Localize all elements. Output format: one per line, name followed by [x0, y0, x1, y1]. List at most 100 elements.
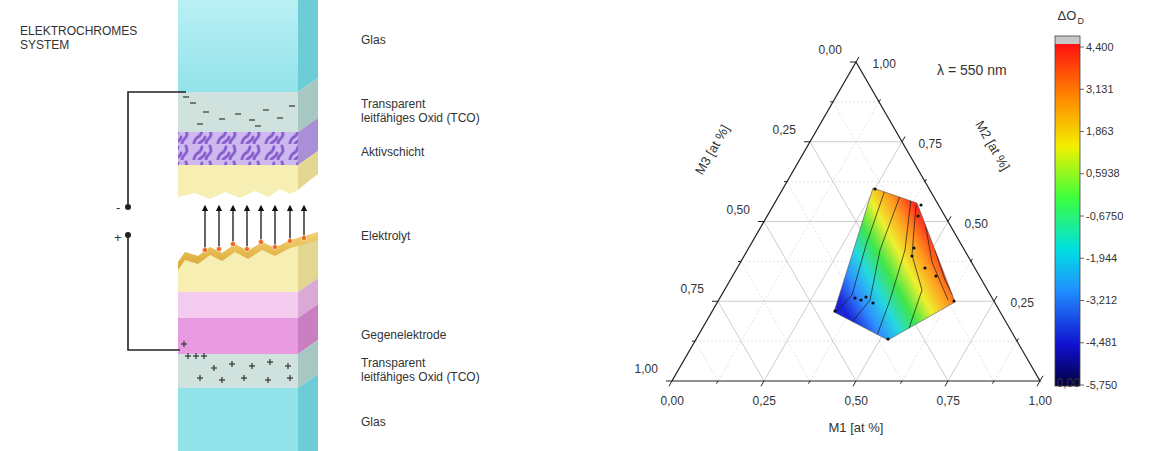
layer-label: Aktivschicht [361, 145, 424, 159]
charge-plus [267, 377, 268, 383]
axis-label: 1,00 [873, 57, 896, 71]
charge-minus [263, 109, 269, 110]
circuit-wire [126, 92, 186, 350]
charge-minus [235, 113, 241, 114]
grid-line [833, 101, 879, 102]
grid-line [718, 301, 764, 381]
axis-label: 1,00 [635, 362, 658, 376]
axis-label: M3 [at %] [691, 122, 732, 177]
layer-label: Glas [361, 415, 386, 429]
tick-mark [712, 301, 718, 302]
ion-dot [244, 246, 249, 251]
charge-plus [287, 363, 288, 369]
axis-label: 0,00 [661, 394, 684, 408]
charge-plus [289, 375, 290, 381]
tick-mark [1080, 342, 1084, 343]
tick-mark [666, 381, 672, 382]
tick-mark [1080, 385, 1084, 386]
grid-line [833, 102, 994, 381]
axis-label: 0,00 [1057, 376, 1080, 390]
ternary-frame [672, 62, 1040, 381]
axis-label: M1 [at %] [829, 420, 884, 436]
ion-arrow [218, 208, 219, 249]
scale-value: 3,131 [1086, 83, 1114, 96]
tick-mark [879, 99, 881, 102]
ion-arrow [289, 208, 290, 241]
layer-label: ELEKTROCHROMES SYSTEM [20, 24, 145, 53]
axis-label: λ = 550 nm [937, 62, 1007, 79]
tick-mark [1080, 258, 1084, 259]
color-scale [1055, 36, 1084, 386]
layer-label: + [114, 230, 122, 246]
ion-dot [258, 239, 263, 244]
ion-arrow [204, 208, 205, 250]
axis-label: 0,25 [773, 123, 796, 137]
tick-mark [1080, 47, 1084, 48]
layer-label: Transparent leitfähiges Oxid (TCO) [361, 356, 480, 385]
tick-mark [1080, 173, 1084, 174]
grid-line [741, 261, 810, 381]
charge-plus [203, 353, 204, 359]
tick-mark [856, 57, 859, 62]
tick-mark [809, 381, 811, 384]
tick-mark [971, 259, 973, 262]
tick-mark [717, 381, 719, 384]
scale-value: 4,400 [1086, 41, 1114, 54]
charge-plus [251, 363, 252, 369]
grid-line [994, 341, 1017, 381]
layer-label: Glas [361, 33, 386, 47]
tick-mark [850, 62, 856, 63]
tick-mark [1040, 376, 1043, 381]
charge-minus [277, 117, 283, 118]
grid-line [948, 301, 994, 381]
tick-mark [692, 341, 695, 342]
axis-label: 0,00 [819, 43, 842, 57]
tick-mark [994, 296, 997, 301]
ion-arrow [260, 208, 261, 242]
axis-label: 0,75 [681, 282, 704, 296]
tick-mark [993, 381, 995, 384]
axis-label: 1,00 [1029, 394, 1052, 408]
ion-dot [301, 235, 306, 240]
grid-line [787, 181, 925, 182]
axis-label: ΔO [1058, 8, 1077, 24]
axis-label: M2 [at %] [971, 118, 1012, 173]
charge-plus [199, 375, 200, 381]
tick-mark [804, 141, 810, 142]
charge-plus [231, 361, 232, 367]
axis-label: 0,50 [965, 217, 988, 231]
lower-stack [178, 208, 318, 451]
layer-label: Gegenelektrode [361, 328, 446, 342]
layer-label: Transparent leitfähiges Oxid (TCO) [361, 97, 480, 126]
axis-label: D [1078, 16, 1085, 27]
tick-mark [1037, 381, 1040, 386]
grid-line [810, 141, 902, 142]
tick-mark [758, 221, 764, 222]
ion-arrow [303, 208, 304, 238]
layer-label: - [116, 200, 120, 216]
tick-mark [669, 381, 672, 386]
axis-label: 0,75 [919, 137, 942, 151]
scale-value: 1,863 [1086, 125, 1114, 138]
charge-plus [213, 365, 214, 371]
layer-label: Elektrolyt [361, 229, 410, 243]
charge-minus [249, 119, 255, 120]
ion-dot [287, 238, 292, 243]
scale-value: -3,212 [1086, 294, 1117, 307]
scale-value: -4,481 [1086, 336, 1117, 349]
charge-minus [183, 96, 189, 97]
ion-arrow [274, 208, 275, 247]
axis-label: 0,50 [727, 203, 750, 217]
scale-value: -5,750 [1086, 379, 1117, 392]
grid-line [695, 341, 718, 381]
scale-value: -1,944 [1086, 252, 1117, 265]
tick-mark [1080, 89, 1084, 90]
grid-line [695, 341, 1017, 342]
scale-value: 0,5938 [1086, 167, 1120, 180]
tick-mark [1017, 339, 1019, 342]
tick-mark [830, 101, 833, 102]
axis-label: 0,50 [845, 394, 868, 408]
tick-mark [948, 216, 951, 221]
ion-arrow [232, 208, 233, 244]
